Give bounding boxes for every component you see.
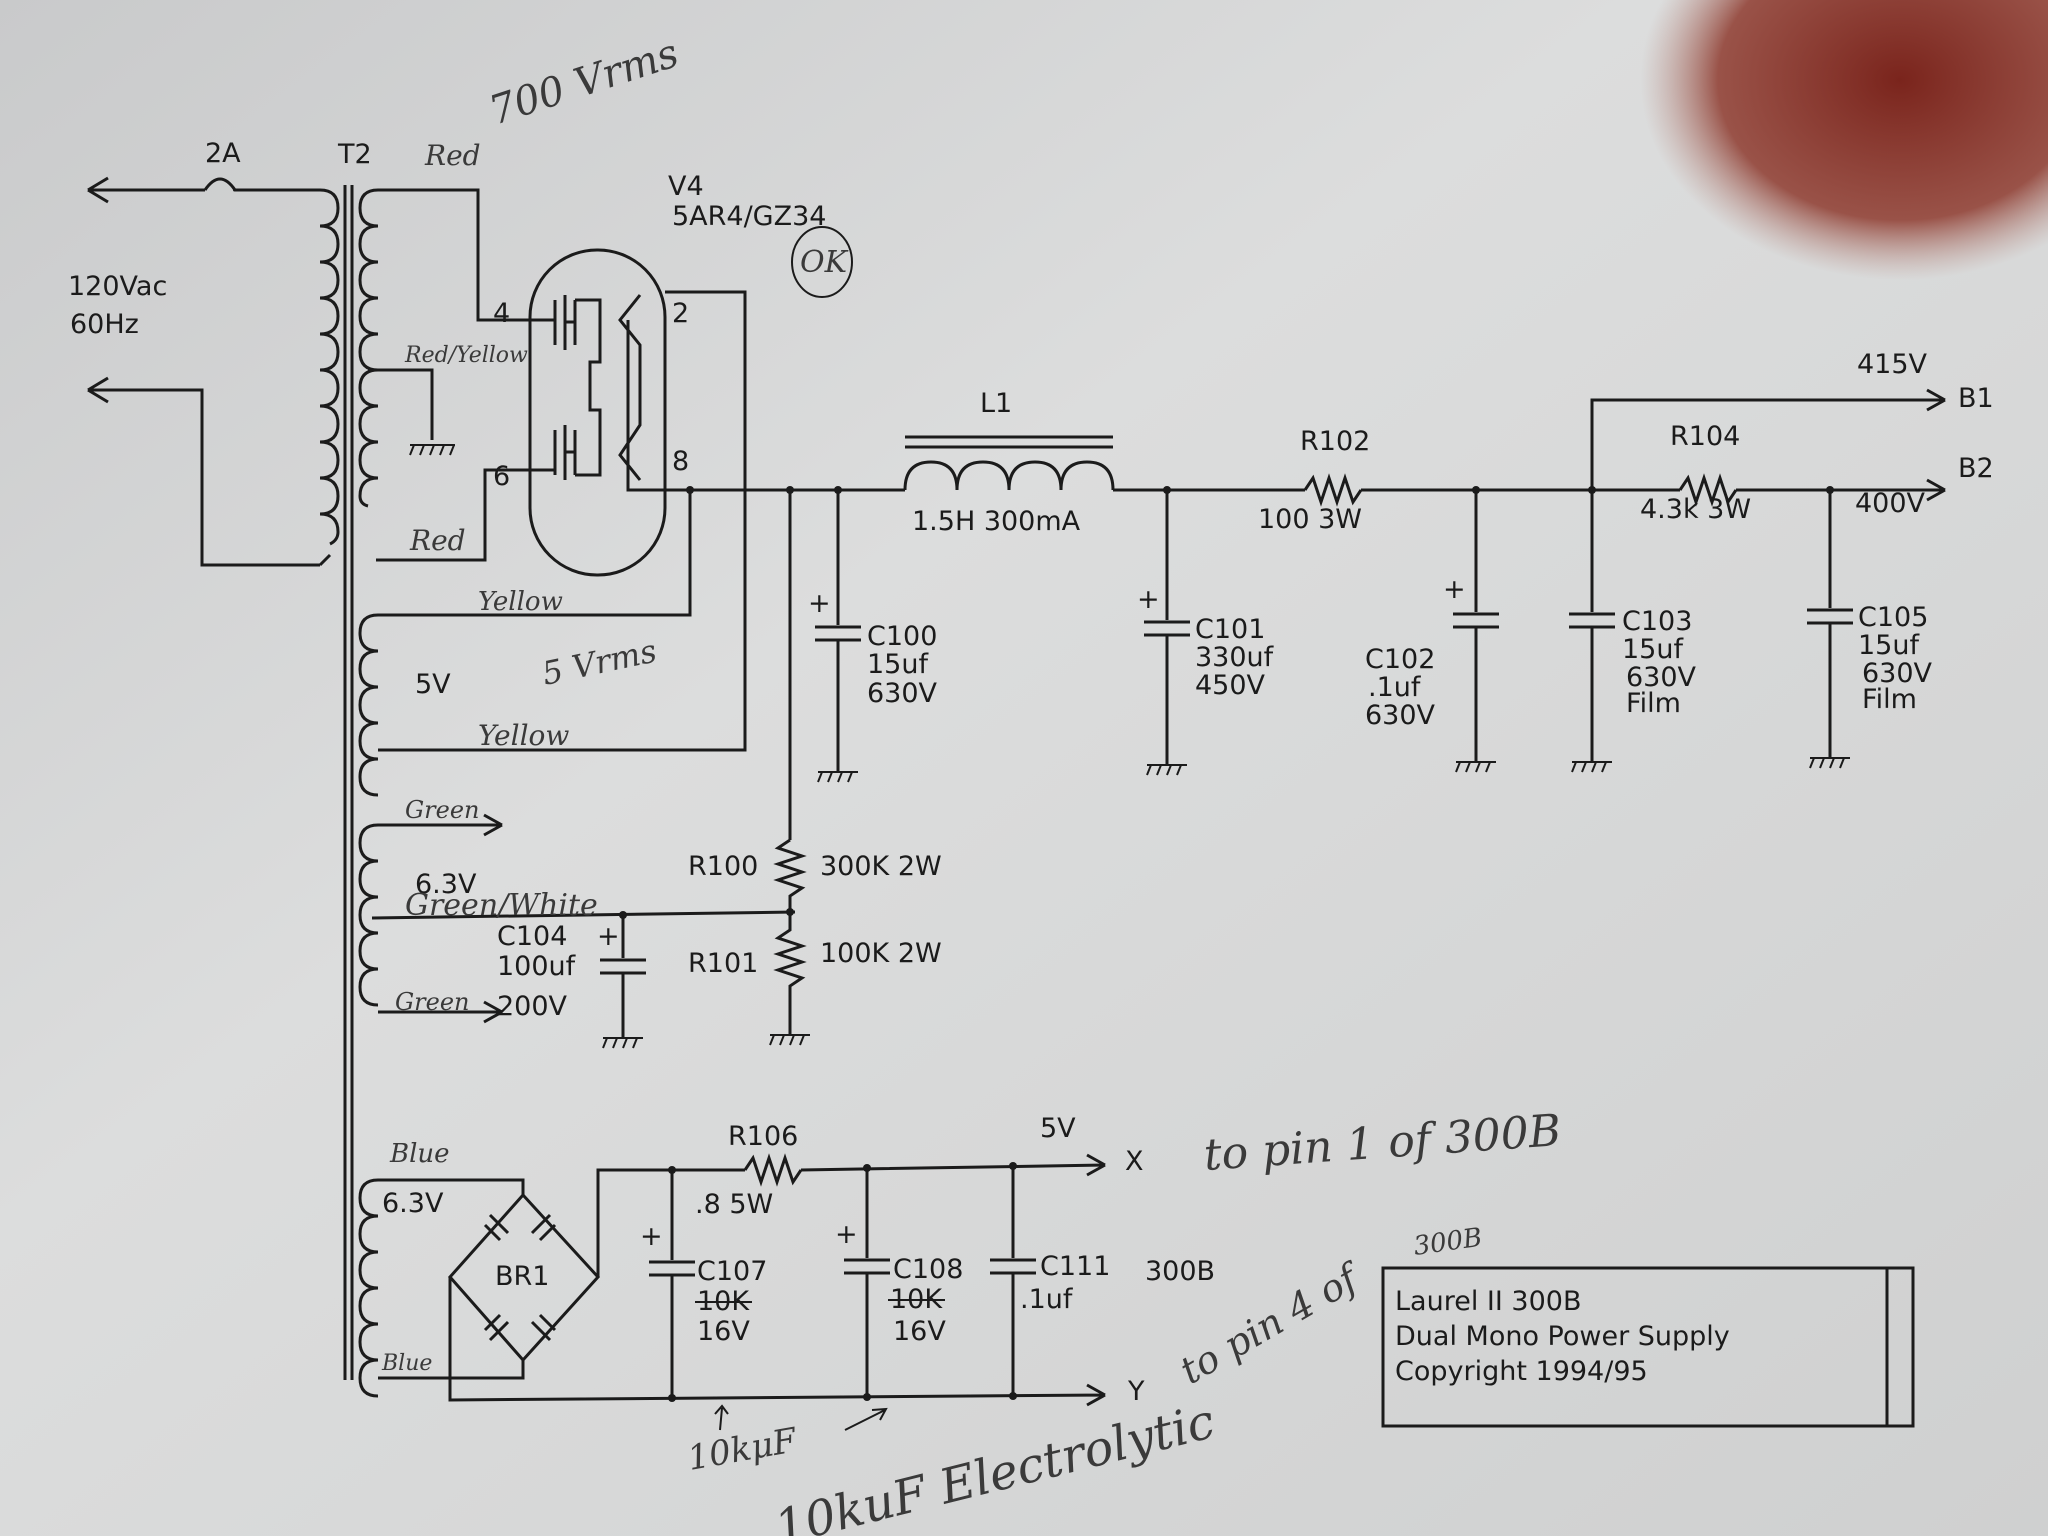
c107-ref-label: C107	[697, 1256, 767, 1287]
r100-value-label: 300K 2W	[820, 851, 942, 882]
title-block: Laurel II 300B Dual Mono Power Supply Co…	[1381, 1266, 1915, 1428]
c103-ref-label: C103	[1622, 606, 1692, 637]
r102-value-label: 100 3W	[1258, 504, 1362, 535]
svg-text:+: +	[835, 1219, 858, 1250]
c102-value-label: .1uf	[1368, 672, 1422, 703]
bridge-bottom-wire-label: Blue	[381, 1351, 432, 1376]
tube-type-label: 5AR4/GZ34	[672, 201, 826, 232]
c101-voltage-label: 450V	[1195, 670, 1266, 701]
x-output-label: X	[1125, 1146, 1144, 1177]
dc-heater-supply: BR1 + + R106 .8 5W C107 10K 16V C108 10K…	[447, 1113, 1215, 1407]
hv-bottom-wire-label: Red	[409, 524, 466, 557]
tube-300b-label: 300B	[1145, 1256, 1215, 1287]
c103-value-label: 15uf	[1622, 634, 1684, 665]
filament-voltage-label: 5V	[415, 669, 451, 700]
c105-ref-label: C105	[1858, 602, 1928, 633]
heater-top-wire-label: Green	[405, 796, 480, 824]
c102-ref-label: C102	[1365, 644, 1435, 675]
hv-top-wire-label: Red	[424, 139, 481, 172]
mains-input: 2A 120Vac 60Hz	[68, 138, 320, 567]
c105-voltage-label: 630V	[1862, 658, 1933, 689]
c100-voltage-label: 630V	[867, 678, 938, 709]
c105-value-label: 15uf	[1858, 630, 1920, 661]
transformer-label: T2	[337, 139, 372, 170]
svg-text:+: +	[597, 921, 620, 952]
b2-voltage-label: 400V	[1855, 488, 1926, 519]
tube-pin-6: 6	[493, 461, 510, 492]
rectifier-v4: V4 5AR4/GZ34 OK 4 6 2 8	[493, 171, 853, 577]
c108-ref-label: C108	[893, 1254, 963, 1285]
heater-center-wire-label: Green/White	[405, 888, 598, 923]
dc-voltage-label: 5V	[1040, 1113, 1076, 1144]
input-frequency-label: 60Hz	[70, 309, 139, 340]
tube-pin-8: 8	[672, 446, 689, 477]
heater-bottom-wire-label: Green	[395, 988, 470, 1016]
c104-ref-label: C104	[497, 921, 567, 952]
b2-output-label: B2	[1958, 453, 1994, 484]
heater-voltage-label: 6.3V	[415, 869, 477, 900]
c103-voltage-label: 630V	[1626, 662, 1697, 693]
c104-voltage-label: 200V	[497, 991, 568, 1022]
title-line-1: Laurel II 300B	[1395, 1286, 1581, 1317]
hv-center-tap-label: Red/Yellow	[404, 343, 528, 368]
c100-value-label: 15uf	[867, 649, 929, 680]
filament-top-wire-label: Yellow	[478, 587, 563, 617]
b1-voltage-label: 415V	[1857, 349, 1928, 380]
choke-ref-label: L1	[980, 388, 1012, 419]
c101-ref-label: C101	[1195, 614, 1265, 645]
y-output-label: Y	[1127, 1376, 1145, 1407]
c105-type-label: Film	[1862, 684, 1917, 715]
fuse-label: 2A	[205, 138, 241, 169]
r100-ref-label: R100	[688, 851, 758, 882]
c111-ref-label: C111	[1040, 1251, 1110, 1282]
finger-shadow	[1640, 0, 2048, 280]
c102-voltage-label: 630V	[1365, 700, 1436, 731]
r106-value-label: .8 5W	[695, 1189, 773, 1220]
r106-ref-label: R106	[728, 1121, 798, 1152]
svg-text:+: +	[1137, 584, 1160, 615]
tube-pin-4: 4	[493, 298, 510, 329]
filament-bottom-wire-label: Yellow	[478, 719, 569, 752]
r104-value-label: 4.3k 3W	[1640, 494, 1751, 525]
title-line-3: Copyright 1994/95	[1395, 1356, 1648, 1387]
filter-capacitors: + C100 15uf 630V + C101 330uf 450V + C10…	[808, 490, 1933, 783]
b1-output-label: B1	[1958, 383, 1994, 414]
tube-check-mark: OK	[800, 245, 849, 280]
r104-ref-label: R104	[1670, 421, 1740, 452]
c100-ref-label: C100	[867, 621, 937, 652]
c103-type-label: Film	[1626, 688, 1681, 719]
bridge-top-wire-label: Blue	[389, 1139, 450, 1169]
c104-value-label: 100uf	[497, 951, 577, 982]
svg-text:+: +	[1443, 574, 1466, 605]
input-voltage-label: 120Vac	[68, 271, 167, 302]
c111-value-label: .1uf	[1020, 1284, 1074, 1315]
tube-ref-label: V4	[668, 171, 704, 202]
c107-voltage-label: 16V	[697, 1316, 750, 1347]
choke-value-label: 1.5H 300mA	[912, 506, 1081, 537]
title-line-2: Dual Mono Power Supply	[1395, 1321, 1730, 1352]
svg-text:+: +	[808, 588, 831, 619]
r102-ref-label: R102	[1300, 426, 1370, 457]
bridge-ref-label: BR1	[495, 1261, 549, 1292]
heater-bias-divider: R100 300K 2W R101 100K 2W + C104 100uf 2…	[497, 490, 942, 1049]
c108-voltage-label: 16V	[893, 1316, 946, 1347]
tube-pin-2: 2	[672, 298, 689, 329]
r101-value-label: 100K 2W	[820, 938, 942, 969]
c101-value-label: 330uf	[1195, 642, 1275, 673]
r101-ref-label: R101	[688, 948, 758, 979]
svg-text:+: +	[640, 1221, 663, 1252]
b-plus-rail: L1 1.5H 300mA R102 100 3W R104 4.3k 3W 4…	[690, 349, 1994, 537]
bridge-voltage-label: 6.3V	[382, 1188, 444, 1219]
